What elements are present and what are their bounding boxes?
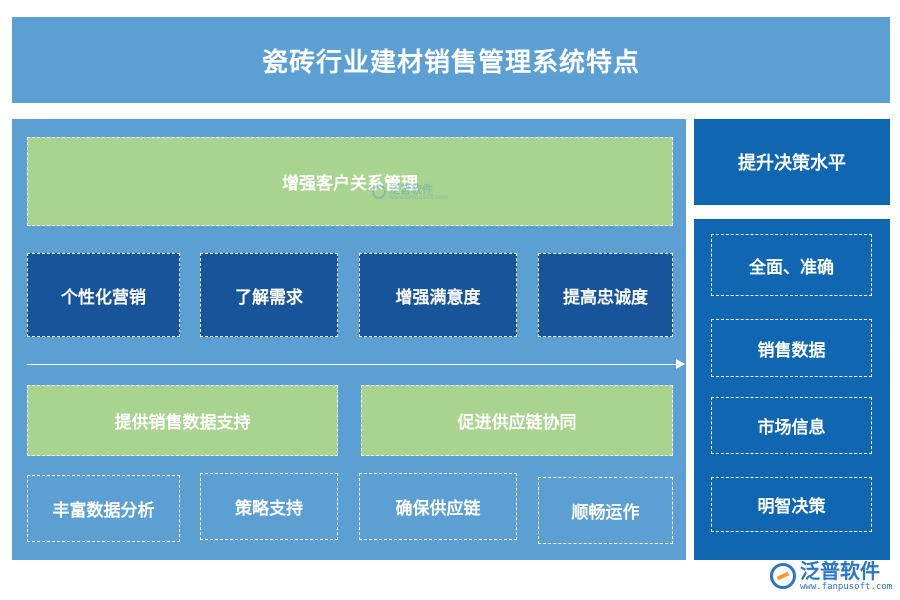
page-title: 瓷砖行业建材销售管理系统特点 — [12, 17, 890, 103]
brand-url: www.fanpusoft.com — [800, 581, 893, 592]
right-panel — [694, 219, 890, 560]
item-personalized-marketing: 个性化营销 — [27, 253, 180, 337]
flow-arrow-line — [27, 364, 679, 365]
item-ensure-supply-chain: 确保供应链 — [359, 473, 517, 540]
item-understand-needs: 了解需求 — [200, 253, 338, 337]
item-smooth-operation: 顺畅运作 — [538, 477, 673, 544]
watermark-logo-icon — [372, 185, 386, 199]
item-improve-loyalty: 提高忠诚度 — [538, 253, 673, 337]
decision-level-header: 提升决策水平 — [694, 119, 890, 205]
item-wise-decision: 明智决策 — [711, 477, 872, 532]
brand-logo-icon — [770, 563, 796, 589]
supply-chain-collab-box: 促进供应链协同 — [361, 385, 673, 456]
crm-box: 增强客户关系管理 — [27, 137, 673, 226]
sales-data-support-box: 提供销售数据支持 — [27, 385, 338, 456]
watermark-url: www.fanpusoft.com — [389, 193, 449, 201]
item-strategy-support: 策略支持 — [200, 473, 338, 540]
watermark-name: 泛普软件 — [389, 182, 433, 196]
item-data-analysis: 丰富数据分析 — [27, 475, 180, 542]
flow-arrow-icon — [676, 359, 685, 369]
brand-logo: 泛普软件 www.fanpusoft.com — [770, 554, 894, 598]
brand-name: 泛普软件 — [800, 558, 880, 583]
item-increase-satisfaction: 增强满意度 — [359, 253, 517, 337]
item-market-info: 市场信息 — [711, 397, 872, 454]
item-sales-data: 销售数据 — [711, 319, 872, 377]
item-comprehensive-accurate: 全面、准确 — [711, 234, 872, 296]
center-watermark: 泛普软件 www.fanpusoft.com — [372, 177, 452, 207]
